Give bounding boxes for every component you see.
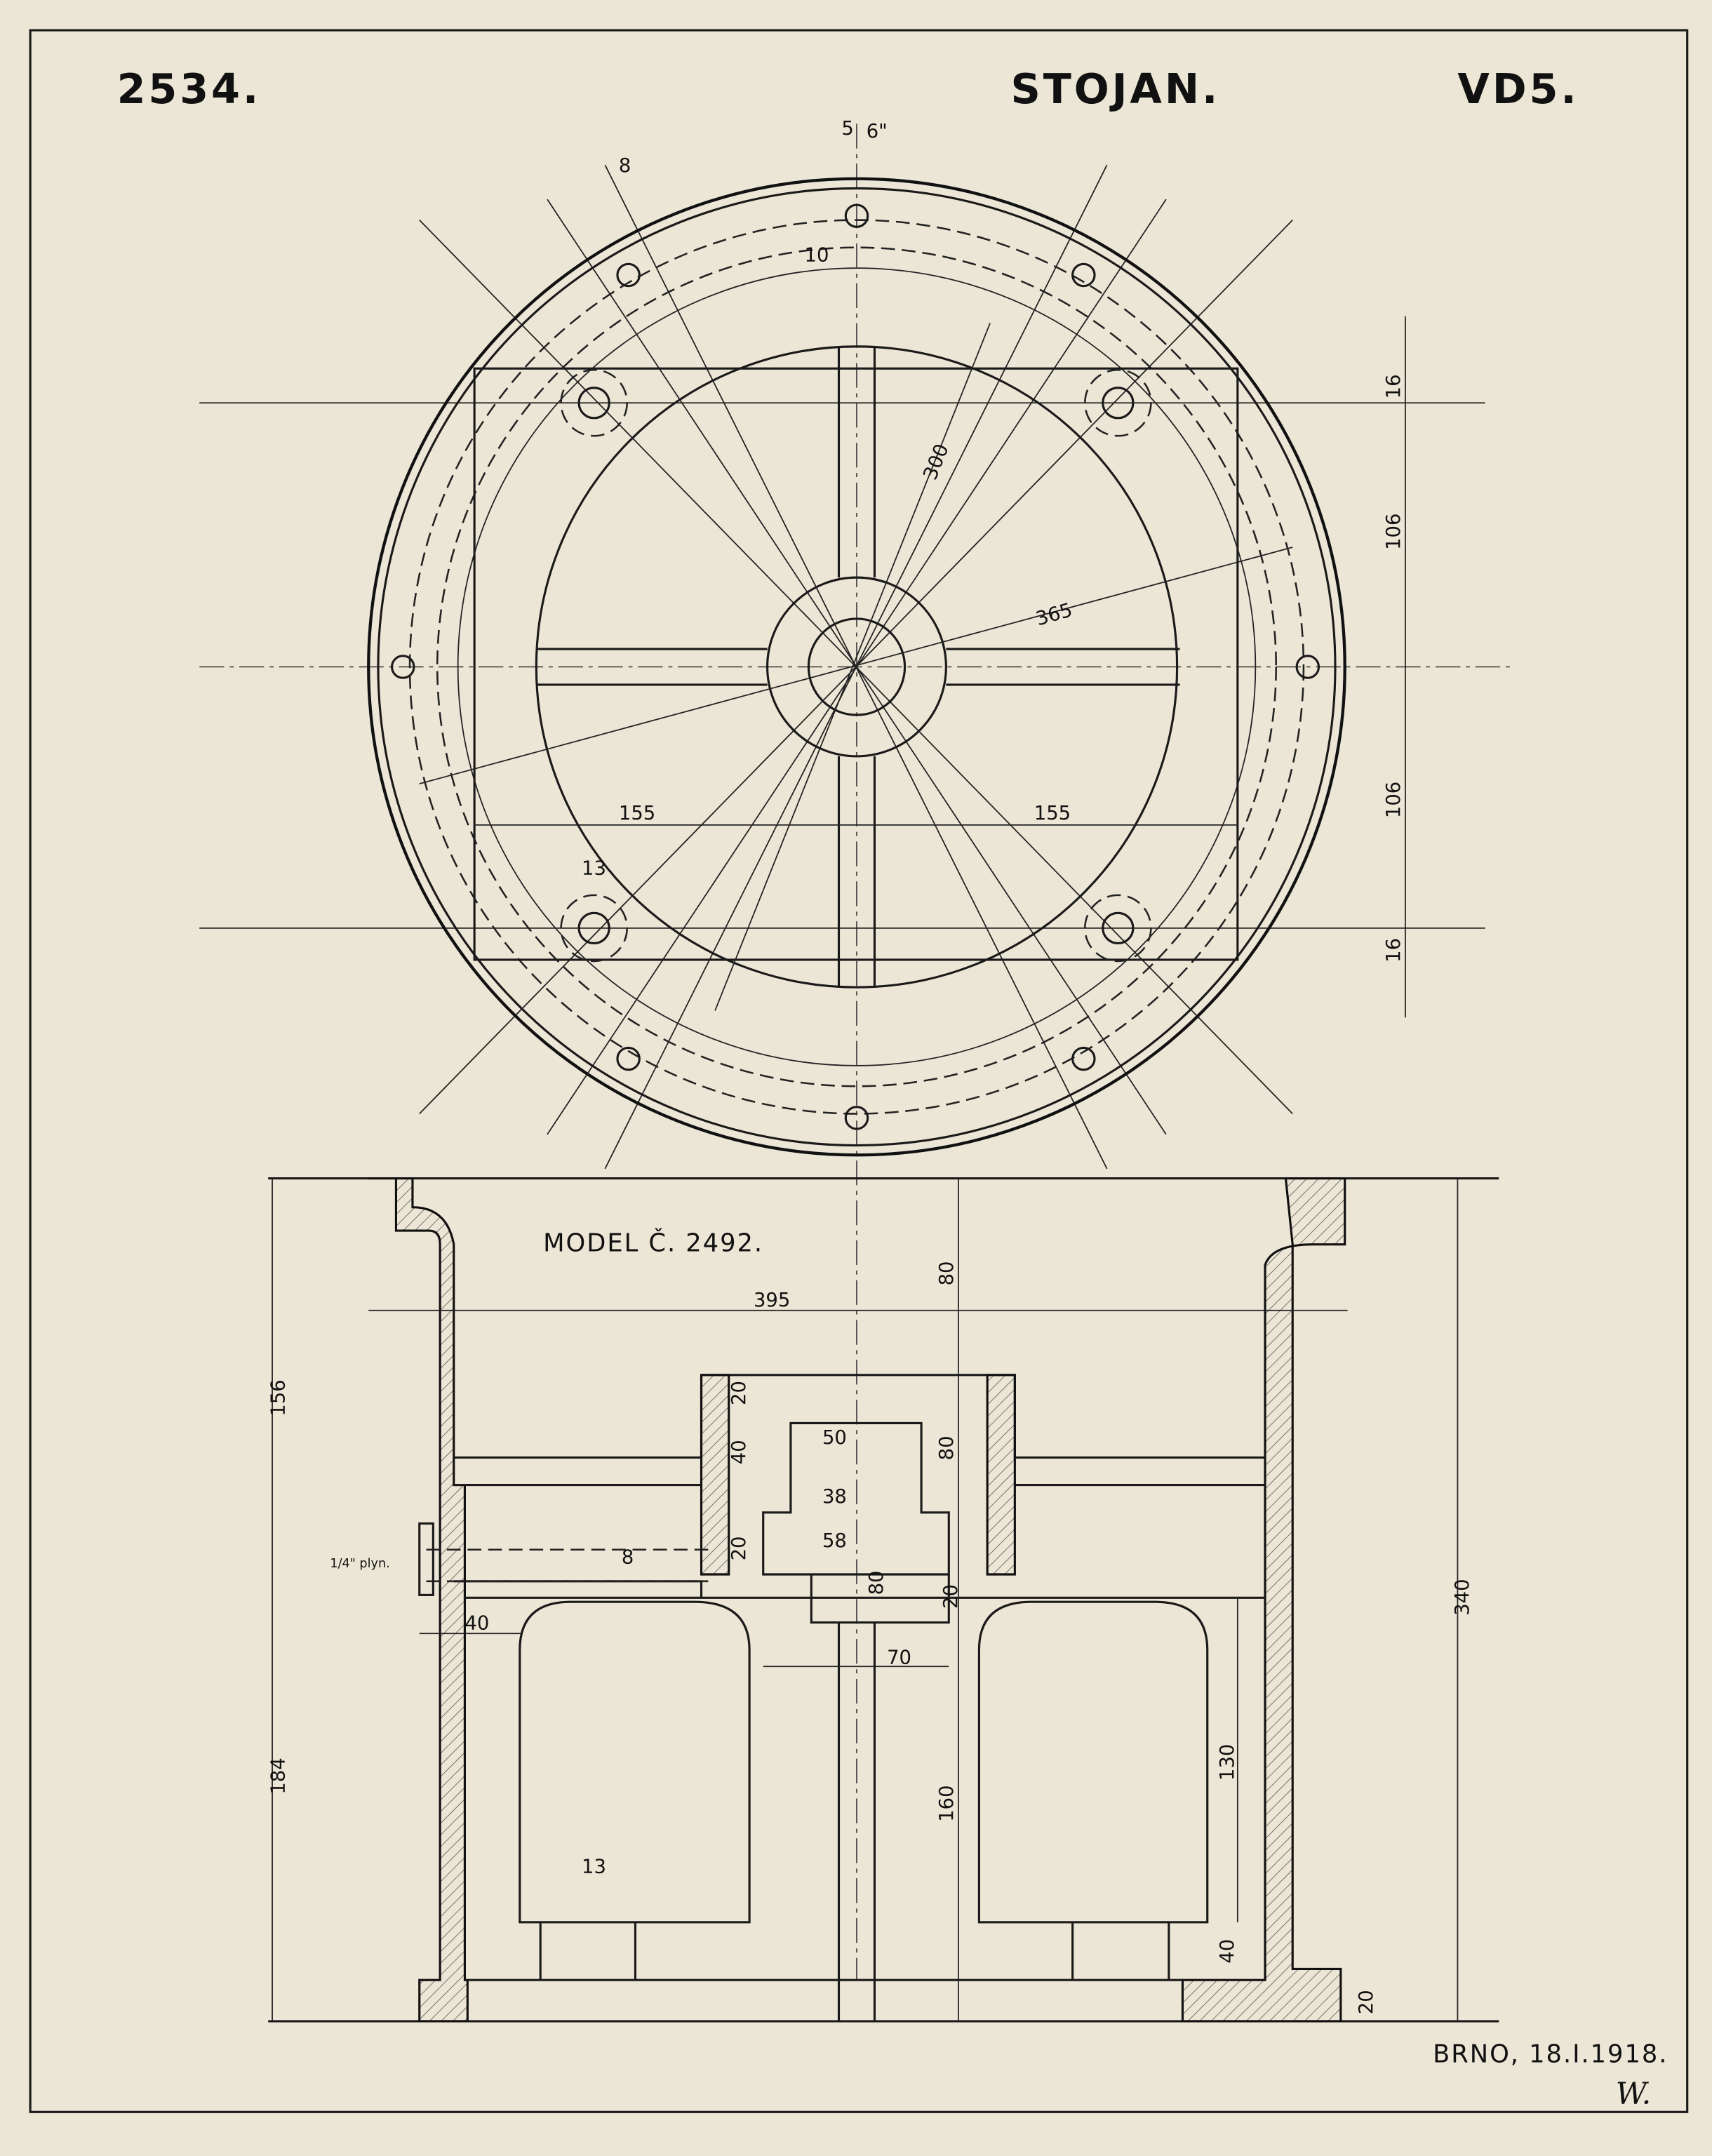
dim-340: 340 (1452, 1579, 1473, 1615)
dim-13-hole: 13 (582, 1856, 606, 1877)
dim-38: 38 (822, 1486, 847, 1508)
part-code: VD5. (1457, 65, 1579, 113)
dim-70: 70 (887, 1647, 911, 1668)
dim-8-pipe: 8 (622, 1546, 634, 1568)
dim-156: 156 (268, 1379, 290, 1416)
dim-13: 13 (582, 857, 606, 879)
part-name: STOJAN. (1010, 65, 1220, 113)
dim-40-side: 40 (464, 1612, 489, 1634)
dim-20-boss-mid: 20 (728, 1536, 750, 1560)
signature: W. (1616, 2077, 1651, 2112)
dim-20-boss-top: 20 (728, 1381, 750, 1405)
dim-40-window: 40 (1217, 1939, 1238, 1964)
section-view: MODEL Č. 2492. 395 156 184 340 80 40 20 … (268, 1177, 1499, 2023)
dim-155-right: 155 (1034, 803, 1071, 824)
dim-20-boss-bottom: 20 (940, 1584, 962, 1609)
model-label: MODEL Č. 2492. (543, 1228, 763, 1257)
dim-8: 8 (619, 155, 631, 177)
dim-80-depth: 80 (866, 1570, 888, 1595)
dim-10: 10 (805, 244, 829, 266)
dim-395: 395 (754, 1290, 790, 1311)
dim-pipe-thread: 1/4" plyn. (330, 1557, 389, 1571)
drawing-number: 2534. (117, 65, 262, 113)
dim-130: 130 (1217, 1744, 1238, 1781)
dim-80-top: 80 (936, 1261, 958, 1286)
dim-20-foot: 20 (1356, 1990, 1377, 2014)
drawing-border (29, 29, 1689, 2113)
place-date: BRNO, 18.I.1918. (1433, 2040, 1668, 2069)
dim-16-top: 16 (1383, 374, 1405, 399)
dim-155-left: 155 (619, 803, 655, 824)
dim-106-upper: 106 (1383, 514, 1405, 550)
dim-160: 160 (936, 1785, 958, 1821)
dim-16-bottom: 16 (1383, 938, 1405, 963)
dim-50: 50 (822, 1427, 847, 1449)
dim-6: 6" (867, 121, 888, 142)
dim-106-lower: 106 (1383, 782, 1405, 818)
dim-58: 58 (822, 1530, 847, 1552)
dim-5: 5 (841, 118, 853, 140)
dim-40-boss: 40 (728, 1440, 750, 1464)
plan-view: 8 5 6" 10 300 365 16 106 106 16 155 155 … (199, 118, 1513, 1981)
dim-184: 184 (268, 1757, 290, 1794)
dim-80-bore: 80 (936, 1435, 958, 1460)
